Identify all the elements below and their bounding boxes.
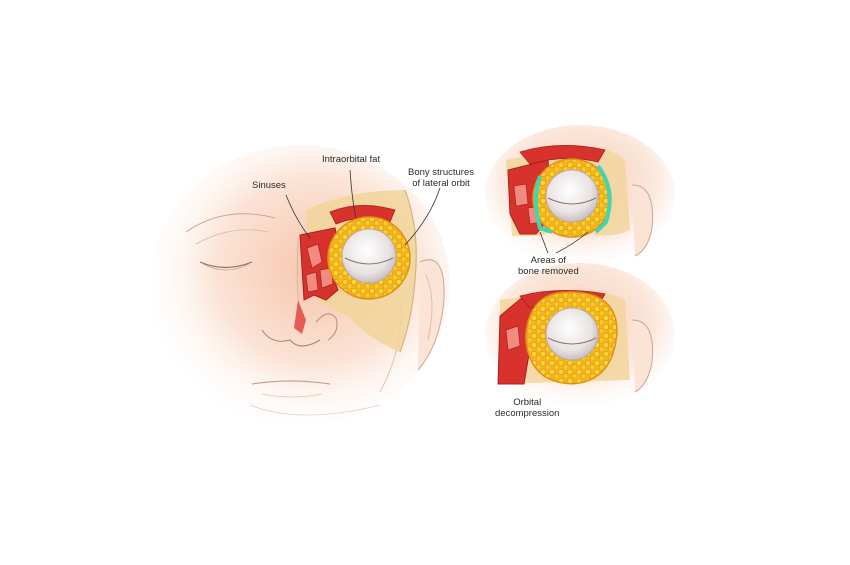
main-face — [150, 145, 450, 425]
leader-areas-1 — [539, 231, 549, 254]
orbital-decompression-line-2: decompression — [495, 408, 560, 419]
closed-eye-icon — [199, 261, 253, 269]
eyeball-icon — [341, 228, 397, 284]
bony-structures-line-1: Bony structures — [408, 167, 474, 178]
leader-areas-2 — [555, 231, 589, 254]
areas-removed-label: Areas of bone removed — [518, 255, 579, 277]
intraorbital-fat-label: Intraorbital fat — [322, 154, 381, 165]
eye-orbit — [327, 216, 411, 300]
leader-bony-structures — [404, 187, 441, 246]
removed-bone-lateral — [594, 164, 612, 234]
leader-sinuses — [285, 194, 311, 239]
bony-structures-line-2: of lateral orbit — [412, 178, 470, 189]
removed-bone-medial — [534, 175, 553, 234]
orbital-decompression-line-1: Orbital — [513, 397, 542, 408]
mouth-icon — [251, 380, 331, 385]
bony-structures-label: Bony structures of lateral orbit — [408, 167, 474, 189]
areas-removed-line-1: Areas of — [530, 255, 567, 266]
leader-lines — [285, 169, 589, 254]
areas-removed-line-2: bone removed — [518, 266, 579, 277]
sinuses-label: Sinuses — [252, 180, 286, 191]
nose-icon — [261, 329, 321, 347]
ear-icon — [417, 259, 445, 371]
inset-bone-removed — [485, 125, 675, 265]
inset-orbital-decompression — [485, 263, 675, 407]
leader-intraorbital-fat — [349, 169, 357, 219]
orbital-decompression-label: Orbital decompression — [495, 397, 559, 419]
